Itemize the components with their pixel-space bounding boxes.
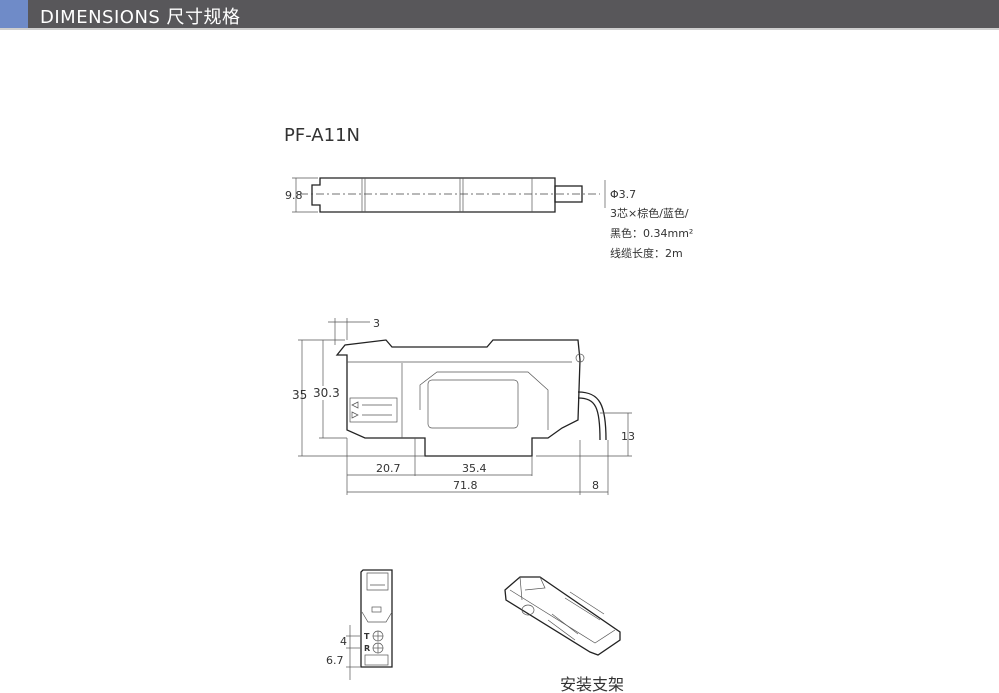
dim-cable: 8: [592, 479, 599, 492]
bracket-label: 安装支架: [560, 675, 624, 693]
model-name: PF-A11N: [284, 125, 360, 146]
cable-note-2: 黑色：0.34mm²: [610, 226, 693, 240]
dim-total-height: 35: [292, 388, 307, 402]
side-view: 3 35 30.3 13 20.7 35.4 71.8 8: [292, 317, 635, 495]
dim-hook: 3: [373, 317, 380, 330]
dim-bottom: 6.7: [326, 654, 344, 667]
top-view: 9.8 Φ3.7 3芯×棕色/蓝色/ 黑色：0.34mm² 线缆长度：2m: [285, 177, 693, 260]
cable-note-1: 3芯×棕色/蓝色/: [610, 206, 689, 220]
dim-rail: 35.4: [462, 462, 487, 475]
cable-diameter: Φ3.7: [610, 188, 636, 201]
section-title: DIMENSIONS 尺寸规格: [40, 7, 241, 28]
dim-9-8: 9.8: [285, 189, 303, 202]
header-accent: [0, 0, 28, 28]
dim-body-height: 30.3: [313, 386, 340, 400]
mounting-bracket-illustration: [504, 576, 621, 656]
label-r: R: [364, 644, 370, 653]
dim-length: 71.8: [453, 479, 478, 492]
dim-cable-height: 13: [621, 430, 635, 443]
dim-body-height-backdrop: [312, 386, 338, 400]
section-header: DIMENSIONS 尺寸规格: [0, 0, 999, 30]
dim-pitch: 4: [340, 635, 347, 648]
cable-note-3: 线缆长度：2m: [610, 246, 683, 260]
label-t: T: [364, 632, 370, 641]
header-divider: [0, 28, 999, 30]
front-view: T R 4 6.7: [326, 569, 393, 680]
dim-left: 20.7: [376, 462, 401, 475]
